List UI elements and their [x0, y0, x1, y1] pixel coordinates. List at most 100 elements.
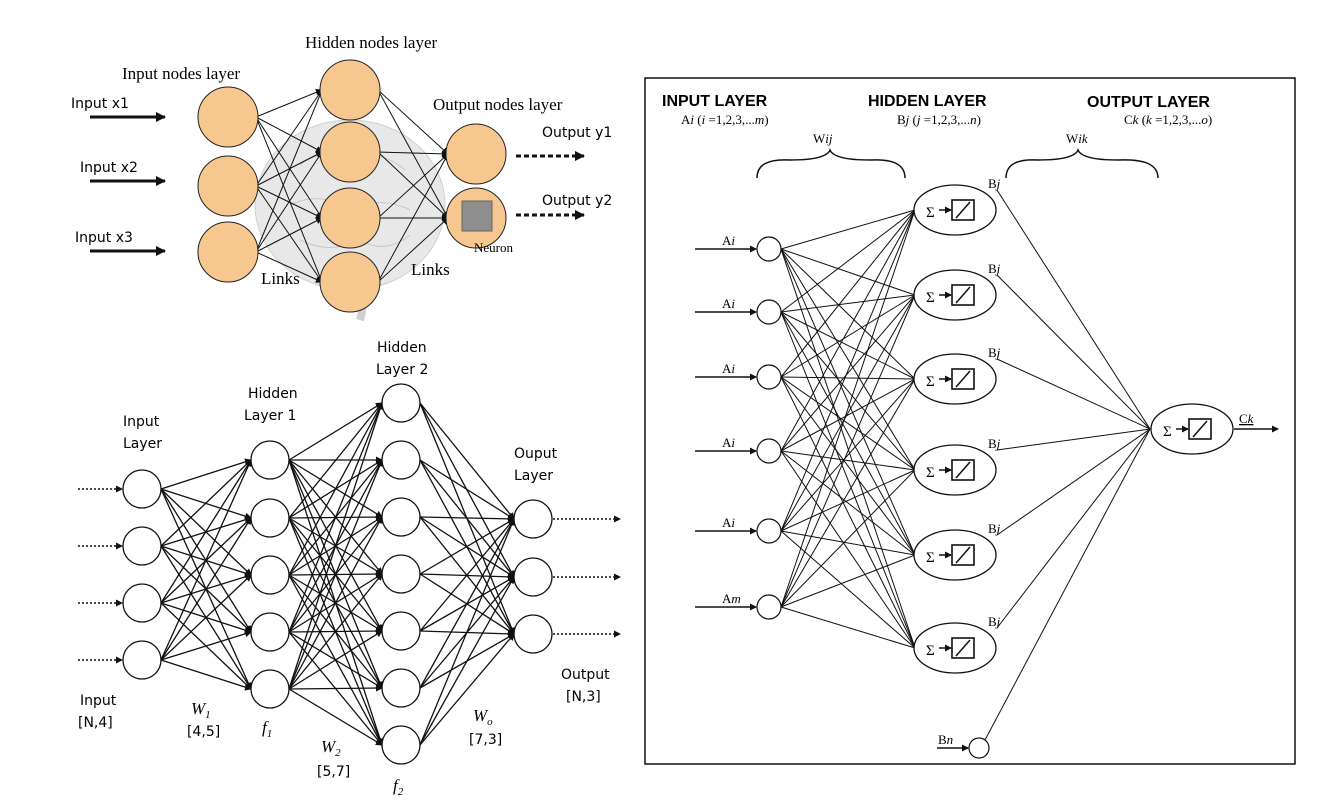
activation-curve	[955, 546, 971, 564]
edge	[288, 402, 383, 461]
output-node	[445, 123, 507, 185]
edge	[996, 428, 1151, 536]
hidden2-node	[381, 668, 421, 708]
neuron-core	[461, 200, 493, 232]
hidden2-node	[381, 725, 421, 765]
edge	[780, 376, 916, 649]
link	[255, 151, 323, 253]
link	[377, 150, 449, 158]
edge	[780, 450, 916, 649]
link	[255, 151, 323, 187]
link	[255, 116, 324, 283]
sigma-symbol: Σ	[926, 643, 935, 659]
edge	[160, 459, 252, 604]
input-node	[197, 86, 259, 148]
edge	[780, 376, 916, 380]
edge	[780, 294, 916, 378]
hidden-layer-title: HIDDEN LAYER	[868, 93, 987, 110]
input-shape-label: Input[N,4]	[78, 693, 117, 731]
edge	[780, 469, 916, 608]
output-neuron: Σ	[1150, 403, 1234, 455]
edge	[780, 311, 916, 471]
edge	[780, 294, 916, 608]
hidden-node	[319, 251, 381, 313]
edge	[780, 209, 916, 532]
edge	[780, 248, 916, 649]
edge	[160, 459, 252, 547]
hidden1-node	[250, 669, 290, 709]
input-node	[197, 155, 259, 217]
edge	[288, 402, 383, 633]
hidden1-node	[250, 498, 290, 538]
input-node	[197, 221, 259, 283]
edge	[780, 530, 916, 556]
edge	[996, 428, 1151, 451]
output-layer-title: OUTPUT LAYER	[1087, 94, 1210, 111]
link	[255, 116, 323, 219]
input-node-label: Ai	[722, 435, 735, 450]
link	[377, 217, 449, 283]
hidden2-node	[381, 497, 421, 537]
edge	[419, 518, 515, 689]
hidden2-node	[381, 440, 421, 480]
bias-node-label: Bn	[938, 732, 953, 747]
activation-curve	[955, 286, 971, 304]
weight-wo-shape: [7,3]	[469, 732, 502, 748]
input-x3-label: Input x3	[75, 230, 133, 246]
hidden-neuron: Σ	[913, 622, 997, 674]
input-node	[122, 583, 162, 623]
output-node	[513, 557, 553, 597]
input-node-label: Ai	[722, 233, 735, 248]
links-group	[255, 89, 449, 283]
link	[377, 153, 449, 283]
hidden-layer-subtitle: Bj (j =1,2,3,...n)	[897, 112, 981, 127]
weight-wik-label: Wik	[1066, 131, 1088, 146]
edge	[160, 630, 252, 661]
brace-wik	[1005, 147, 1159, 179]
edge	[780, 248, 916, 296]
output-node	[513, 499, 553, 539]
hidden-layer-title: Hidden nodes layer	[305, 33, 438, 52]
hidden1-node	[250, 612, 290, 652]
link	[377, 89, 449, 155]
edge	[780, 378, 916, 452]
edge	[288, 573, 383, 690]
sigma-symbol: Σ	[1163, 424, 1172, 440]
edge	[780, 311, 916, 649]
nodes-group	[122, 383, 553, 765]
activation-curve	[955, 370, 971, 388]
edge	[419, 633, 515, 746]
edges-group	[160, 402, 515, 746]
links-label-right: Links	[411, 260, 450, 279]
nodes-group	[197, 59, 507, 313]
hidden1-node	[250, 555, 290, 595]
input-node	[756, 364, 782, 390]
weight-w2-label: W2	[321, 737, 341, 759]
hidden-node-label: Bj	[988, 261, 1001, 276]
input-layer-title: INPUT LAYER	[662, 93, 768, 110]
link	[255, 217, 323, 253]
edge	[780, 209, 916, 313]
sigma-symbol: Σ	[926, 205, 935, 221]
edge	[780, 209, 916, 250]
hidden2-node	[381, 383, 421, 423]
edge	[288, 684, 383, 692]
edge	[780, 294, 916, 532]
hidden-neuron: Σ	[913, 529, 997, 581]
activation-curve	[955, 461, 971, 479]
edge	[288, 402, 383, 576]
sigma-symbol: Σ	[926, 290, 935, 306]
link	[255, 89, 323, 253]
edge	[780, 378, 916, 532]
edge	[780, 209, 916, 452]
link	[255, 89, 323, 187]
edge	[780, 248, 916, 556]
edge	[780, 376, 916, 471]
link	[255, 89, 323, 118]
activation-f1-label: f1	[262, 718, 272, 740]
